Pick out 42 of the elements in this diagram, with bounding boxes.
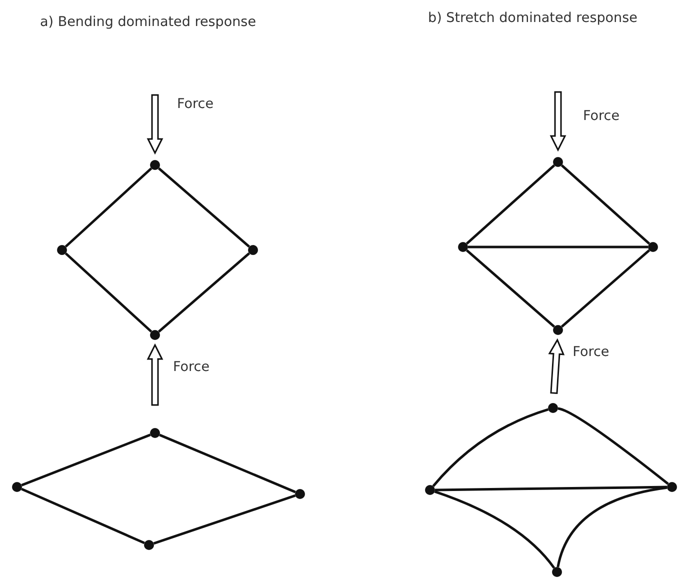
- joint-dot: [553, 157, 563, 167]
- joint-dot: [458, 242, 468, 252]
- panel-title: a) Bending dominated response: [40, 14, 256, 30]
- curved-strut: [434, 490, 556, 569]
- strut: [434, 486, 668, 492]
- joint-dot: [150, 330, 160, 340]
- strut: [21, 488, 145, 544]
- joint-dot: [12, 482, 22, 492]
- curved-strut: [556, 486, 668, 568]
- curved-strut: [432, 408, 549, 487]
- joint-dot: [57, 245, 67, 255]
- panel-title: b) Stretch dominated response: [428, 10, 638, 26]
- strut: [466, 249, 556, 328]
- joint-dot: [295, 489, 305, 499]
- block-arrow: [146, 343, 164, 406]
- strut: [560, 164, 650, 245]
- strut: [64, 252, 152, 333]
- joint-dot: [552, 567, 562, 577]
- force-label: Force: [583, 108, 620, 124]
- joint-dot: [248, 245, 258, 255]
- strut: [21, 434, 151, 486]
- strut: [560, 249, 650, 328]
- strut: [466, 164, 556, 245]
- edge-label: Force: [173, 359, 210, 375]
- edge-label: Force: [572, 344, 610, 360]
- joint-dot: [150, 160, 160, 170]
- force-label: Force: [177, 96, 214, 112]
- strut: [64, 167, 152, 248]
- joint-dot: [150, 428, 160, 438]
- joint-dot: [648, 242, 658, 252]
- joint-dot: [667, 482, 677, 492]
- strut: [153, 494, 296, 545]
- strut: [158, 167, 250, 248]
- joint-dot: [425, 485, 435, 495]
- joint-dot: [548, 403, 558, 413]
- block-arrow: [548, 338, 565, 394]
- strut: [158, 252, 250, 333]
- joint-dot: [553, 325, 563, 335]
- strut: [468, 246, 648, 248]
- strut: [159, 434, 296, 494]
- joint-dot: [144, 540, 154, 550]
- curved-strut: [558, 407, 669, 485]
